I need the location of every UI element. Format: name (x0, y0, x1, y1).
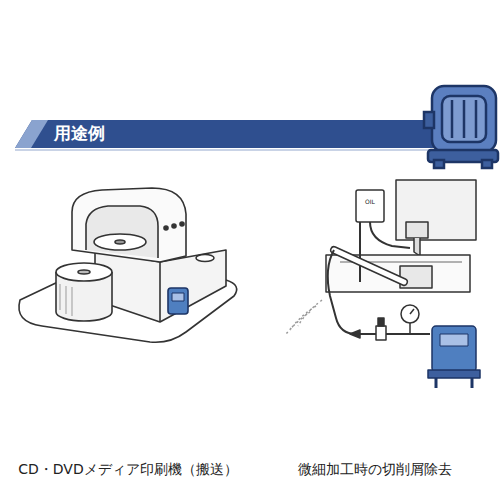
banner-band (15, 120, 440, 150)
caption-text: CD・DVDメディア印刷機（搬送） (3, 461, 253, 478)
pump-icon (424, 86, 498, 168)
banner-title: 用途例 (54, 123, 105, 143)
printer-illustration (19, 188, 237, 342)
machining-illustration (286, 180, 480, 388)
caption-text: 微細加工時の切削屑除去 (268, 461, 482, 478)
container-label: OIL (357, 198, 383, 205)
